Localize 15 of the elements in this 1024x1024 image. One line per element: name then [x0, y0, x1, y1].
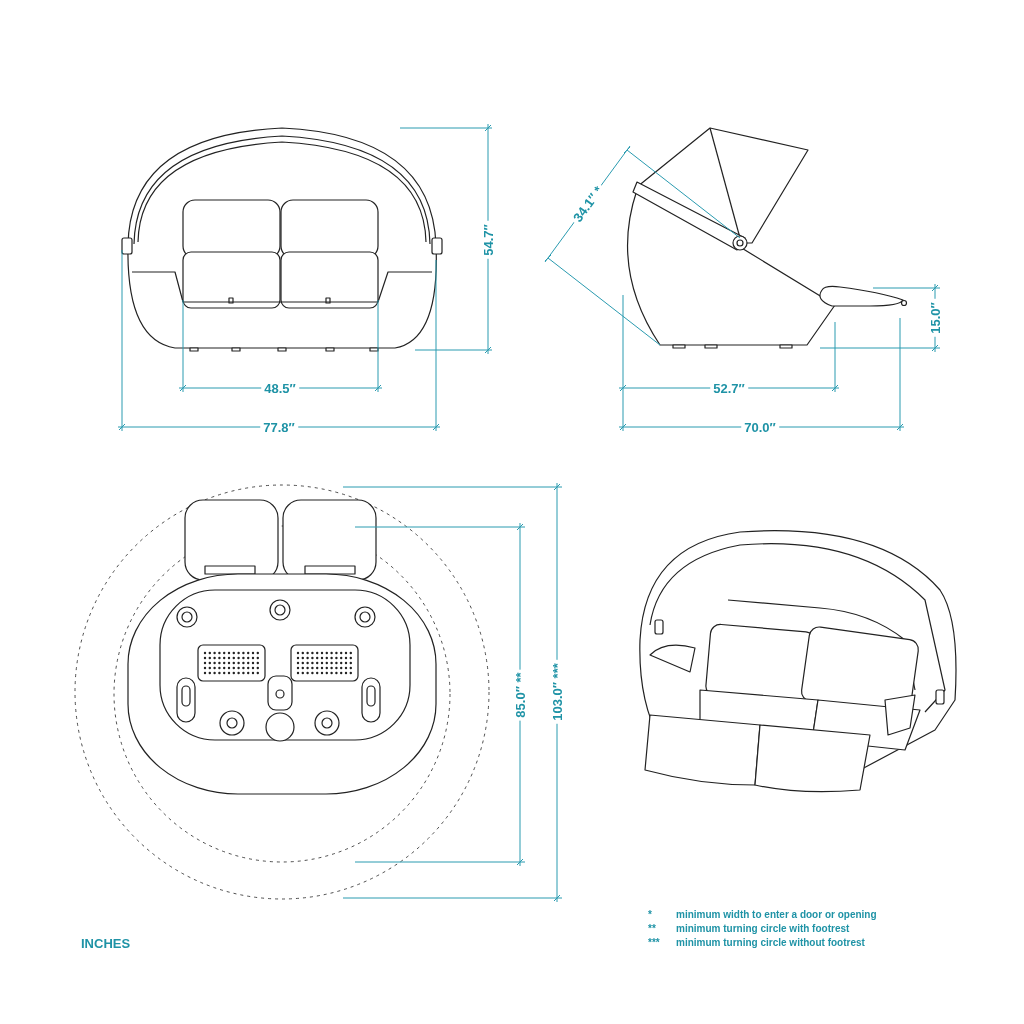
dimension-label: 103.0″ *** — [550, 660, 564, 724]
dimension-label: 77.8″ — [260, 420, 298, 434]
dimension-label: 52.7″ — [710, 381, 748, 395]
unit-label: INCHES — [81, 936, 131, 950]
dimension-label: 54.7″ — [481, 221, 495, 259]
footnote-mark: *** — [648, 938, 660, 948]
dimension-label: 48.5″ — [261, 381, 299, 395]
footnote-mark: * — [648, 910, 652, 920]
dimension-label: 70.0″ — [741, 420, 779, 434]
footnote-text: minimum turning circle with footrest — [676, 924, 850, 934]
footnote-mark: ** — [648, 924, 656, 934]
dimension-label: 85.0″ ** — [513, 669, 527, 721]
footnote-text: minimum width to enter a door or opening — [676, 910, 877, 920]
dimension-label: 15.0″ — [928, 299, 942, 337]
footnote-text: minimum turning circle without footrest — [676, 938, 865, 948]
